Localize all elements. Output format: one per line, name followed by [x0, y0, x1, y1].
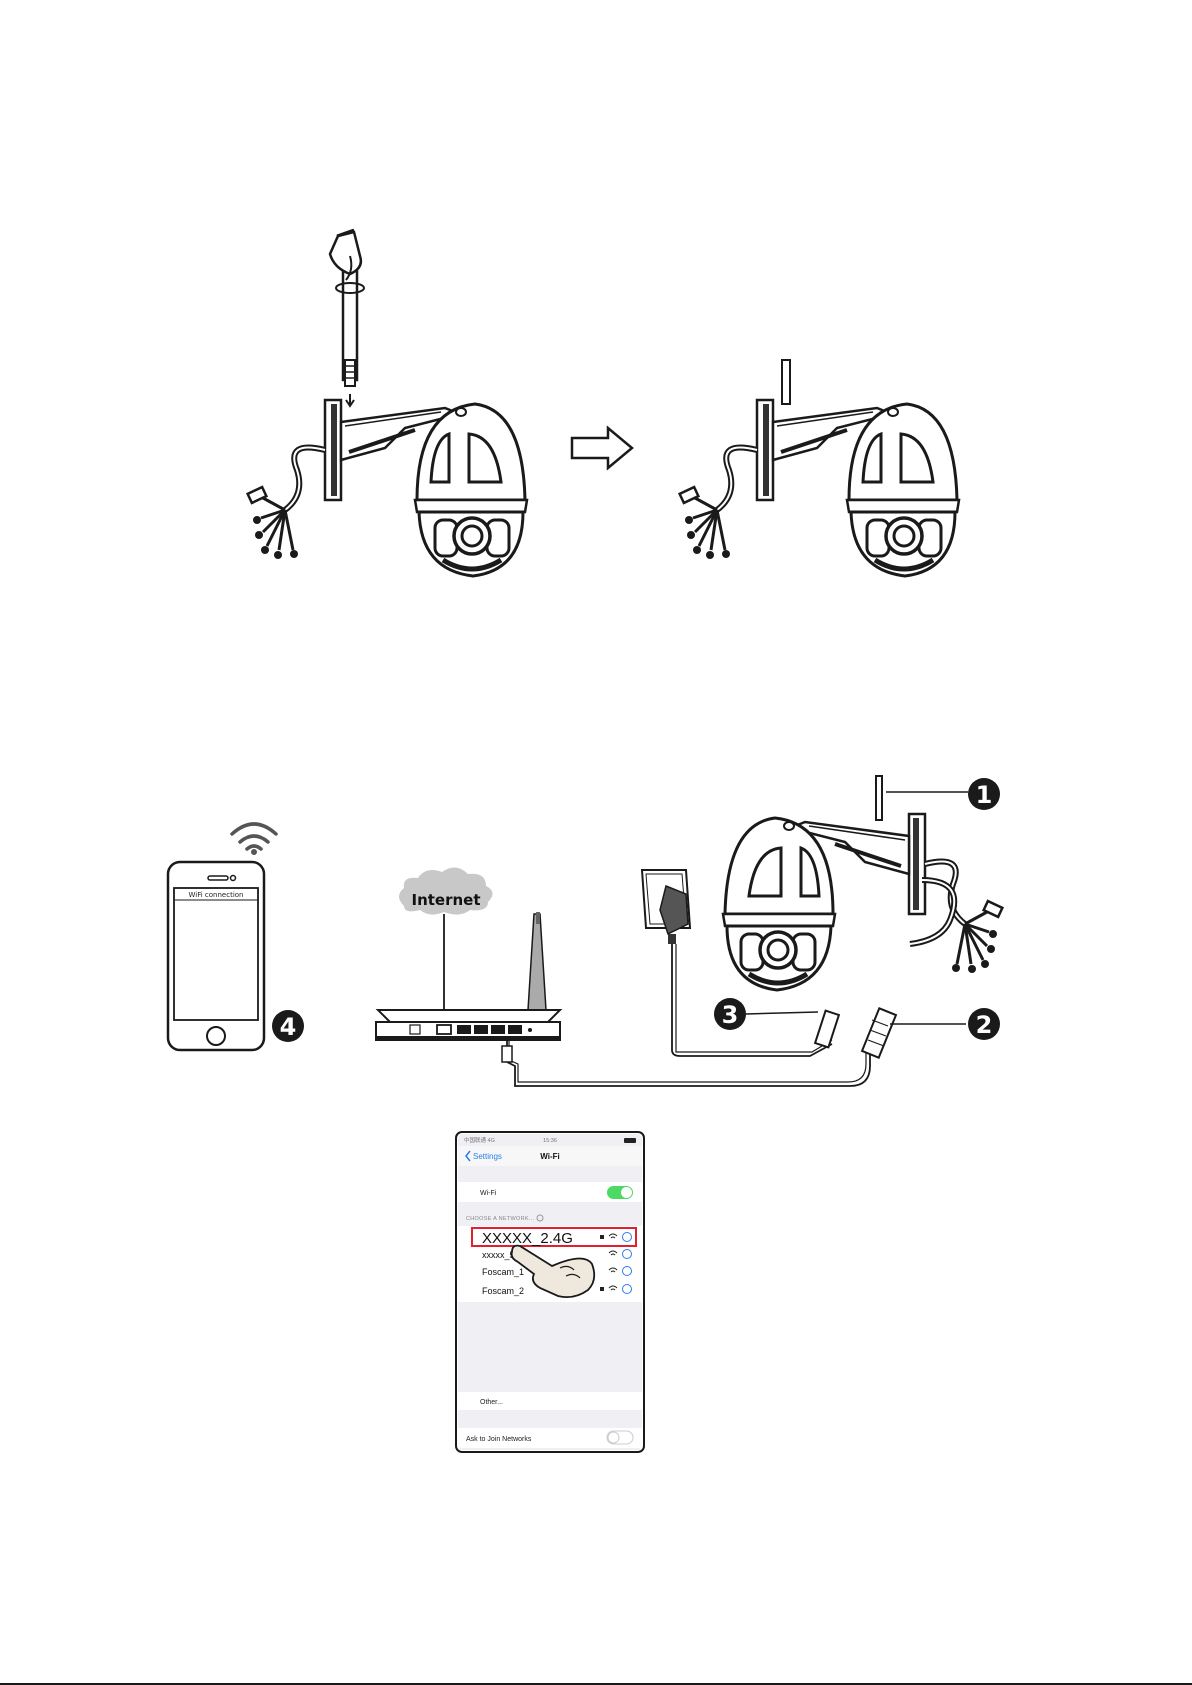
wifi-toggle[interactable]: [607, 1186, 633, 1199]
status-carrier: 中国联通 4G: [464, 1136, 495, 1144]
network-name: Foscam_1: [482, 1267, 524, 1277]
other-network[interactable]: Other...: [480, 1399, 503, 1406]
ask-to-join-label: Ask to Join Networks: [466, 1436, 532, 1443]
network-name: XXXXX_2.4G: [482, 1230, 573, 1247]
network-name: Foscam_2: [482, 1286, 524, 1296]
nav-title: Wi-Fi: [540, 1152, 559, 1161]
wifi-row-label: Wi-Fi: [480, 1190, 497, 1197]
section-header: CHOOSE A NETWORK...: [466, 1216, 535, 1222]
battery-icon: [624, 1138, 636, 1143]
lock-icon: [600, 1235, 604, 1239]
ask-to-join-toggle[interactable]: [607, 1431, 633, 1444]
back-label: Settings: [473, 1152, 502, 1161]
status-time: 15:36: [543, 1138, 557, 1144]
lock-icon: [600, 1287, 604, 1291]
